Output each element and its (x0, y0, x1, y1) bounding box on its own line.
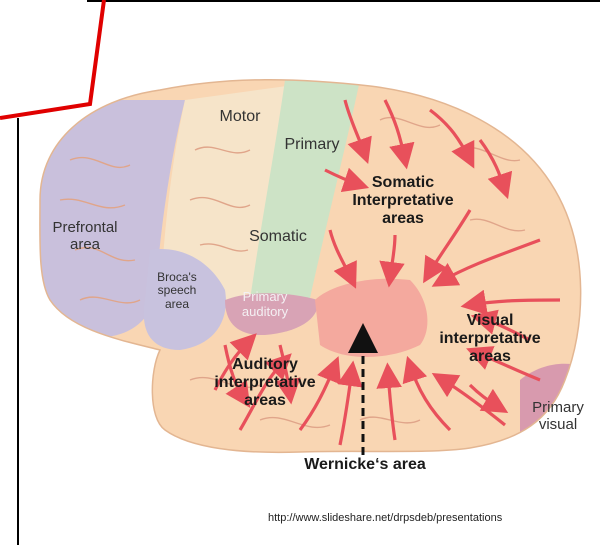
label-somatic: Somatic (238, 228, 318, 246)
label-primary-top: Primary (272, 136, 352, 154)
label-primary-visual: Primary visual (518, 400, 598, 434)
label-primary-auditory: Primary auditory (225, 290, 305, 319)
label-broca: Broca's speech area (150, 271, 204, 311)
label-somatic-interpretative: Somatic Interpretative areas (338, 174, 468, 228)
wernicke-zone (315, 279, 427, 357)
source-url: http://www.slideshare.net/drpsdeb/presen… (268, 512, 568, 524)
label-auditory-interpretative: Auditory interpretative areas (195, 356, 335, 410)
label-prefrontal: Prefrontal area (40, 220, 130, 254)
label-wernicke: Wernicke‘s area (270, 456, 460, 474)
label-motor: Motor (210, 108, 270, 126)
label-visual-interpretative: Visual interpretative areas (420, 312, 560, 366)
